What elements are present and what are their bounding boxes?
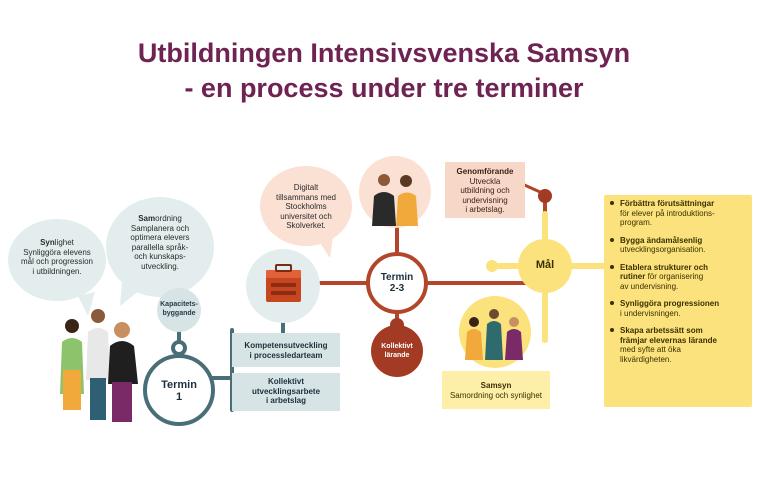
goal-item: Etablera strukturer och rutiner för orga… [610,263,750,292]
bubble-digitalt-text: Digitalt tillsammans med Stockholms univ… [266,183,346,231]
two-people-icon [372,174,418,226]
kapacitet-label: Kapacitets- byggande [160,301,198,317]
goals-list: Förbättra förutsättningar för elever på … [610,199,750,372]
bubble-digitalt [260,166,352,258]
synlighet-line-2: mål och progression [20,257,94,266]
goal-item: Bygga ändamålsenlig utvecklingsorganisat… [610,236,750,255]
people-group-icon [60,309,138,422]
bubble-synlighet-text: Synlighet Synliggöra elevens mål och pro… [14,238,100,276]
samordning-line-4: och kunskaps- [134,252,186,261]
kollektivt-larande-node [371,325,423,377]
goal-item: Skapa arbetssätt som främjar elevernas l… [610,326,750,364]
termin1-label: Termin 1 [161,379,197,403]
samordning-line-3: parallella språk- [131,242,189,252]
kapacitet-node [157,288,201,332]
bubble-samordning-text: Samordning Samplanera och optimera eleve… [112,214,208,271]
digitalt-line-1: Digitalt [293,183,319,192]
samordning-line-5: utveckling. [141,261,179,271]
goal-item: Synliggöra progressionen i undervisninge… [610,299,750,318]
kapacitet-small-dot [171,340,187,356]
kollektivt-larande-label: Kollektivt lärande [381,343,413,359]
synlighet-line-3: i utbildningen. [32,266,82,276]
genom-dot [538,189,552,203]
samordning-bold: Sam [138,214,156,223]
toolbox-icon [266,264,301,302]
kollektivt-arbete-label: Kollektivt utvecklingsarbete i arbetslag [251,377,321,405]
kollektivt-arbete-box [232,373,340,411]
digitalt-line-4: universitet och [280,211,332,221]
title-line-2: - en process under tre terminer [184,73,584,103]
team-icon [465,309,523,360]
samordning-line-1: Samplanera och [130,223,190,233]
digitalt-line-2: tillsammans med [275,192,336,202]
samsyn-label: Samsyn Samordning och synlighet [449,381,543,400]
synlighet-rest: lighet [54,238,74,247]
bubble-samordning [106,197,214,306]
bubble-synlighet [8,219,106,316]
mal-left-dot [486,260,498,272]
mal-node [518,239,572,293]
goal-item: Förbättra förutsättningar för elever på … [610,199,750,228]
digitalt-line-3: Stockholms [285,202,327,211]
kompetens-box [232,333,340,367]
samordning-line-2: optimera elevers [130,233,190,242]
genomforande-label: Genomförande Utveckla utbildning och und… [456,167,514,214]
kompetens-label: Kompetensutveckling i processledarteam [244,341,328,360]
samordning-rest: ordning [155,214,182,223]
genomforande-box [445,162,525,218]
title-line-1: Utbildningen Intensivsvenska Samsyn [137,38,631,68]
termin23-label: Termin 2-3 [380,272,414,294]
synlighet-line-1: Synliggöra elevens [23,247,91,257]
synlighet-bold: Syn [40,238,55,247]
kollektivt-small-dot [390,318,404,332]
digitalt-line-5: Skolverket. [286,221,326,230]
samsyn-box [442,371,550,409]
goals-box [604,195,752,407]
mal-label: Mål [535,259,555,271]
